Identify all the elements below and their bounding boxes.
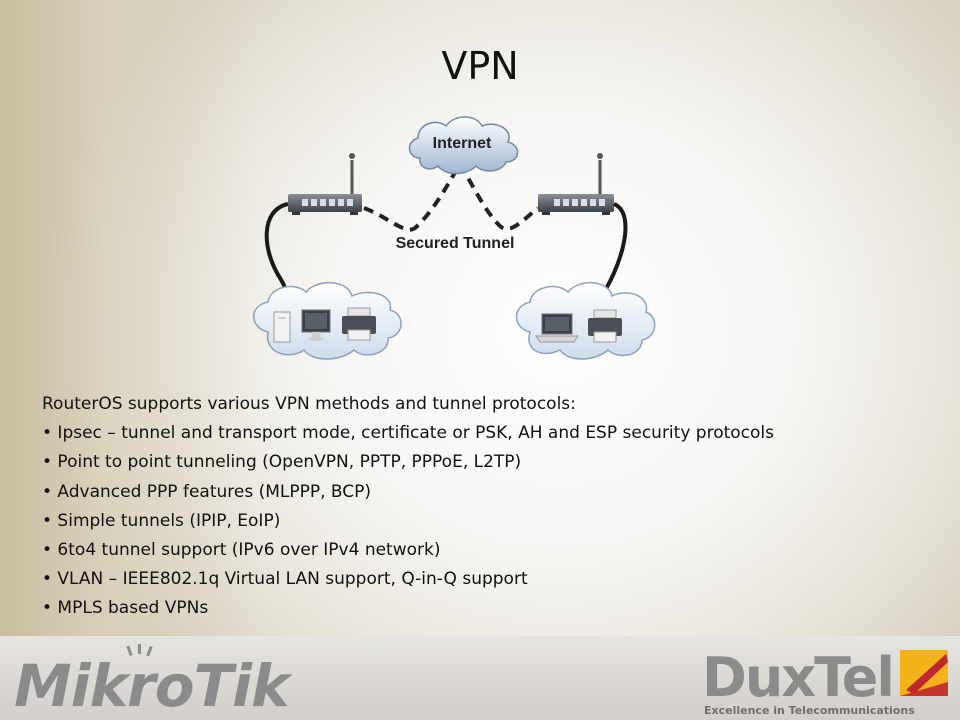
intro-line: RouterOS supports various VPN methods an… <box>42 394 576 414</box>
duxtel-logo: DuxTel Excellence in Telecommunications <box>702 646 948 717</box>
footer-band <box>0 636 960 720</box>
secured-tunnel-label: Secured Tunnel <box>396 235 515 252</box>
slide-body-text: RouterOS supports various VPN methods an… <box>42 390 922 624</box>
bullet-item: • Ipsec – tunnel and transport mode, cer… <box>42 423 774 444</box>
secured-tunnel-lines <box>363 162 540 232</box>
vpn-diagram: Internet <box>253 116 656 360</box>
duxtel-mark-icon <box>900 650 948 696</box>
server-tower-icon <box>273 311 291 343</box>
bullet-item: • Point to point tunneling (OpenVPN, PPT… <box>42 452 522 473</box>
bullet-item: • Simple tunnels (IPIP, EoIP) <box>42 510 281 531</box>
router-left-icon <box>288 153 362 215</box>
desktop-monitor-icon <box>301 309 331 341</box>
bullet-item: • MPLS based VPNs <box>42 598 209 619</box>
lan-right-cloud-icon <box>515 282 656 360</box>
printer-icon <box>342 307 376 341</box>
slide-title: VPN <box>441 44 519 88</box>
svg-text:DuxTel: DuxTel <box>702 646 893 709</box>
router-right-icon <box>538 153 614 215</box>
laptop-icon <box>535 313 579 343</box>
duxtel-tagline: Excellence in Telecommunications <box>704 704 915 717</box>
internet-cloud-icon <box>408 116 519 175</box>
internet-label: Internet <box>433 135 492 152</box>
svg-text:MikroTik: MikroTik <box>14 652 293 718</box>
bullet-item: • 6to4 tunnel support (IPv6 over IPv4 ne… <box>42 540 441 561</box>
bullet-item: • Advanced PPP features (MLPPP, BCP) <box>42 481 372 502</box>
bullet-item: • VLAN – IEEE802.1q Virtual LAN support,… <box>42 569 528 590</box>
mikrotik-logo: MikroTik <box>14 644 294 718</box>
printer-icon <box>588 309 622 343</box>
